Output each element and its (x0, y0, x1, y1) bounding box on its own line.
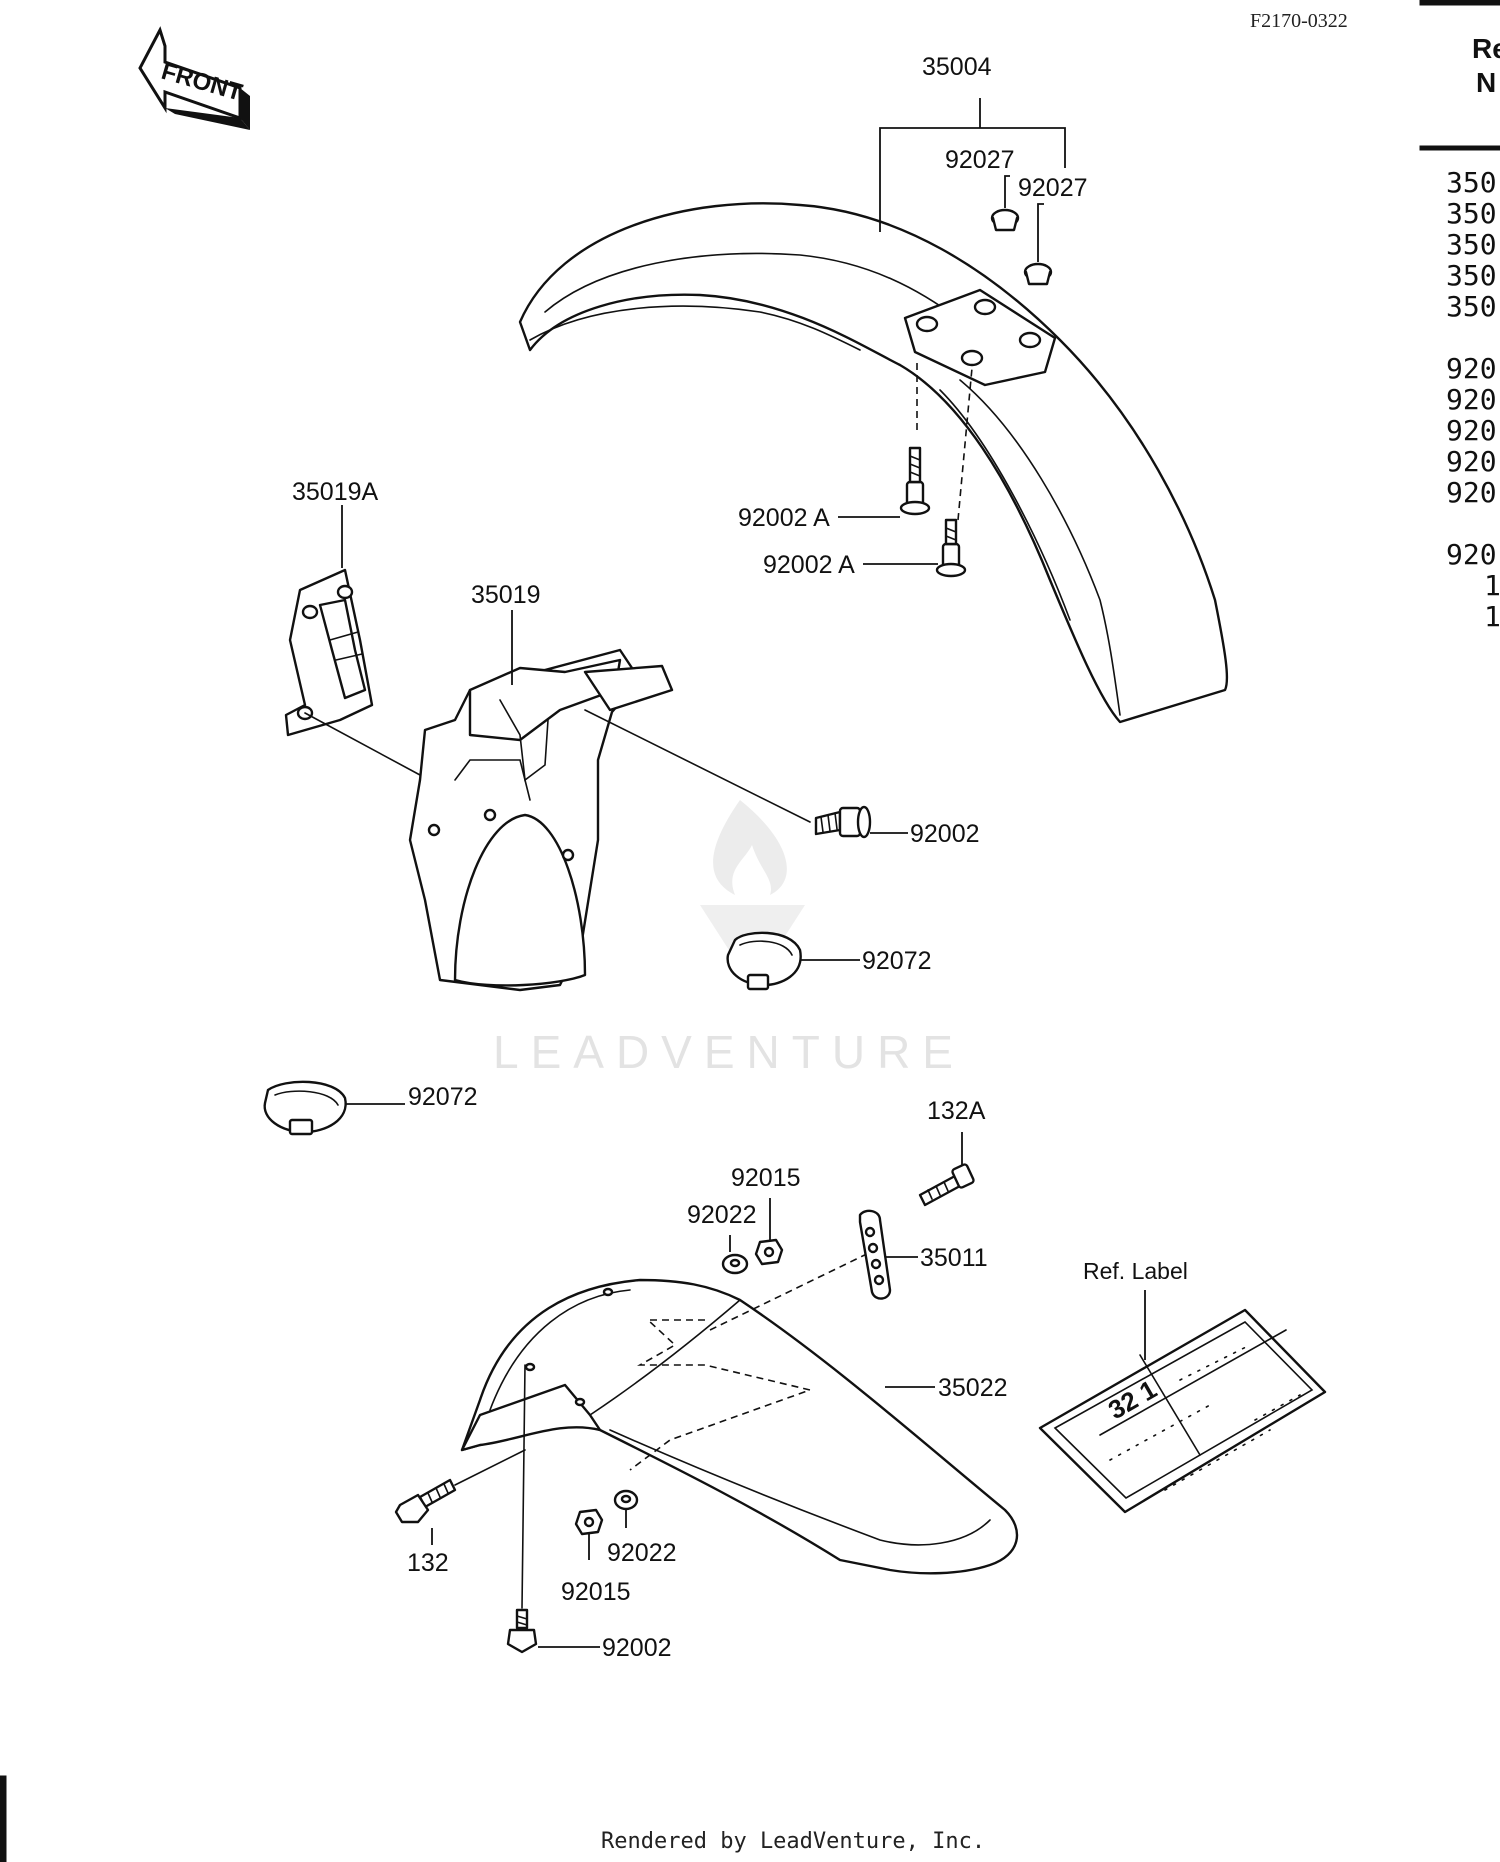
side-table-row: 920 (1446, 352, 1497, 385)
dash-bolt-b (957, 367, 973, 521)
side-table-header-2: N (1476, 67, 1496, 98)
bolt-132A (918, 1163, 975, 1207)
leader-92027-a (1004, 175, 1010, 208)
mount-line-92002 (584, 709, 811, 823)
leader-92027-b (1037, 203, 1044, 262)
watermark-text: LEADVENTURE (493, 1026, 965, 1078)
callout-92002-a: 92002 (910, 820, 980, 848)
grommet-92027-b (1023, 262, 1053, 286)
clamp-92072-b (263, 1080, 347, 1136)
callout-92027-a: 92027 (945, 146, 1015, 174)
mount-line-35019A (304, 712, 421, 776)
callout-35004: 35004 (922, 53, 992, 81)
callout-92015-a: 92015 (731, 1164, 801, 1192)
side-table-row: 350 (1446, 228, 1497, 261)
watermark-flame-icon (713, 800, 787, 895)
grommet-92027-a (990, 208, 1020, 232)
mount-line-132 (454, 1449, 526, 1486)
side-table-row: 350 (1446, 166, 1497, 199)
leader-35004 (879, 98, 1066, 232)
callout-92015-b: 92015 (561, 1578, 631, 1606)
washer-92022-b (613, 1489, 639, 1511)
side-table-row: 350 (1446, 197, 1497, 230)
bolt-92002-b (506, 1608, 538, 1654)
ref-label-title: Ref. Label (1083, 1258, 1188, 1284)
callout-132: 132 (407, 1549, 449, 1577)
callout-35019A: 35019A (292, 478, 379, 506)
nut-92015-b (574, 1508, 604, 1536)
side-table-row: 350 (1446, 259, 1497, 292)
ref-label-sticker: 32 1 (1038, 1308, 1327, 1514)
mount-line-92002-b (521, 1364, 526, 1609)
callout-35011: 35011 (920, 1244, 988, 1272)
side-table-row: 350 (1446, 290, 1497, 323)
side-table-row: 1 (1484, 569, 1500, 602)
callout-92022-a: 92022 (687, 1201, 757, 1229)
rear-fender-35022 (460, 1278, 1019, 1575)
bolt-92002-a (814, 805, 872, 839)
dash-mount-rear (629, 1319, 813, 1471)
washer-92022-a (721, 1253, 749, 1275)
callout-92002A-a: 92002 A (738, 504, 830, 532)
side-table-row: 1 (1484, 600, 1500, 633)
plate-35011 (858, 1209, 892, 1300)
bolt-132 (394, 1478, 457, 1524)
front-arrow-icon: FRONT (138, 26, 250, 130)
callout-92022-b: 92022 (607, 1539, 677, 1567)
callout-92072-a: 92072 (862, 947, 932, 975)
inner-fender-35019 (408, 648, 674, 992)
callout-92027-b: 92027 (1018, 174, 1088, 202)
footer-credit: Rendered by LeadVenture, Inc. (601, 1829, 985, 1854)
side-table: Re N 350 350 350 350 350 920 920 920 920… (1419, 0, 1500, 633)
clamp-92072-a (726, 931, 802, 991)
page-edge-mark (0, 1775, 7, 1862)
side-table-row: 920 (1446, 383, 1497, 416)
front-fender-35004 (518, 202, 1229, 724)
bracket-35019A (284, 568, 374, 737)
dash-mount-upper (709, 1249, 876, 1331)
side-table-header-rule (1419, 145, 1500, 151)
figure-code: F2170-0322 (1250, 10, 1348, 32)
callout-92002-b: 92002 (602, 1634, 672, 1662)
nut-92015-a (754, 1238, 784, 1266)
side-table-row: 920 (1446, 445, 1497, 478)
side-table-header-1: Re (1472, 33, 1500, 64)
side-table-row: 920 (1446, 476, 1497, 509)
bolt-92002A-a (899, 446, 931, 516)
callout-132A: 132A (927, 1097, 986, 1125)
side-table-row: 920 (1446, 538, 1497, 571)
callout-92002A-b: 92002 A (763, 551, 855, 579)
bolt-92002A-b (935, 518, 967, 578)
callout-92072-b: 92072 (408, 1083, 478, 1111)
side-table-row: 920 (1446, 414, 1497, 447)
callout-35019: 35019 (471, 581, 541, 609)
callout-35022: 35022 (938, 1374, 1008, 1402)
watermark: LEADVENTURE (493, 800, 965, 1078)
side-table-top-rule (1419, 0, 1500, 6)
